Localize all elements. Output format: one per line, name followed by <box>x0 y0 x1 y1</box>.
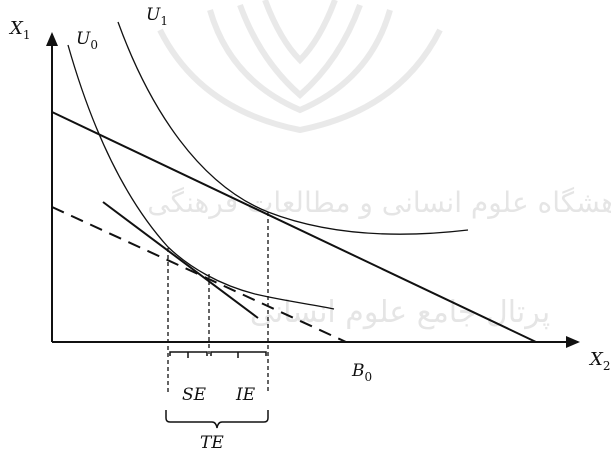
u0-label: U0 <box>76 29 98 52</box>
indifference-curve-u1 <box>117 21 469 235</box>
budget-label: B0 <box>351 361 372 384</box>
total-effect-label: TE <box>200 433 224 453</box>
brace-total <box>165 410 269 429</box>
watermark-line2: پرتال جامع علوم انسانی <box>250 295 550 330</box>
income-effect-label: IE <box>235 385 256 405</box>
brace-income <box>210 351 267 358</box>
watermark-emblem <box>157 0 443 134</box>
budget-line-original <box>102 201 259 319</box>
substitution-effect-label: SE <box>182 385 207 405</box>
x-axis-label: X2 <box>588 349 610 373</box>
watermark-line1: پژوهشگاه علوم انسانی و مطالعات فرهنگی <box>147 186 611 219</box>
indifference-curve-u0 <box>67 44 335 310</box>
y-axis-label: X1 <box>8 18 30 42</box>
budget-line-new <box>51 111 537 343</box>
brace-substitution <box>169 351 208 358</box>
u1-label: U1 <box>146 5 168 28</box>
budget-line-compensated <box>51 206 347 343</box>
